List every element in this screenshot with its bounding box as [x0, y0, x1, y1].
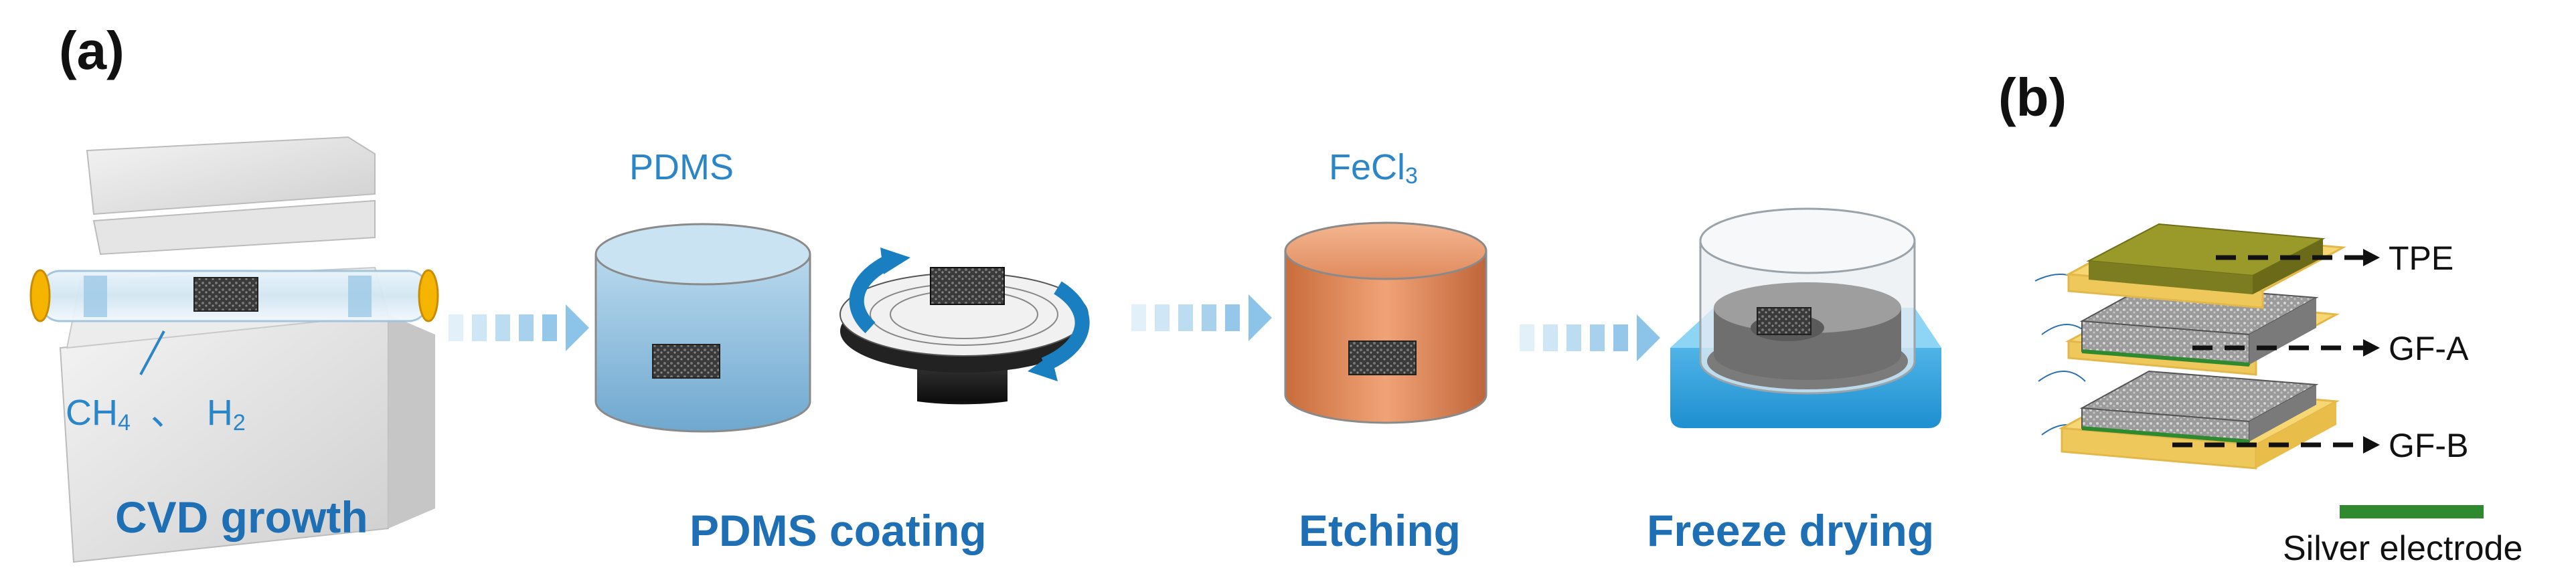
- silver-electrode-swatch: [2340, 505, 2484, 518]
- step-cvd-growth-label: CVD growth: [115, 492, 368, 542]
- step-etching-label: Etching: [1299, 506, 1461, 555]
- pdms-reagent-label: PDMS: [629, 147, 734, 187]
- step-freeze-drying-label: Freeze drying: [1647, 506, 1935, 555]
- layer-gf-b-label: GF-B: [2389, 427, 2469, 464]
- layer-tpe-label: TPE: [2389, 239, 2454, 277]
- foam-in-fecl3: [1348, 341, 1417, 375]
- panel-b-label: (b): [1998, 68, 2067, 127]
- foam-in-pdms: [652, 344, 720, 379]
- spin-coater: [839, 248, 1090, 405]
- step-pdms-coating-label: PDMS coating: [690, 506, 987, 555]
- fecl3-reagent-label: FeCl3: [1329, 147, 1418, 189]
- nickel-foam-sample: [193, 277, 258, 312]
- foam-in-dryer: [1757, 307, 1812, 335]
- gas-label: CH4、H2: [66, 393, 246, 436]
- layer-gf-a-label: GF-A: [2389, 330, 2469, 367]
- process-arrow-1: [449, 304, 589, 351]
- pdms-beaker: [594, 223, 811, 433]
- sensor-stack: [2034, 223, 2484, 518]
- foam-on-spinner: [930, 267, 1005, 305]
- fecl3-beaker: [1284, 221, 1487, 424]
- panel-a-label: (a): [59, 21, 125, 80]
- process-arrow-2: [1131, 294, 1272, 341]
- freeze-dryer: [1670, 207, 1941, 428]
- silver-electrode-label: Silver electrode: [2283, 529, 2523, 568]
- quartz-tube: [29, 269, 439, 375]
- process-arrow-3: [1520, 314, 1660, 361]
